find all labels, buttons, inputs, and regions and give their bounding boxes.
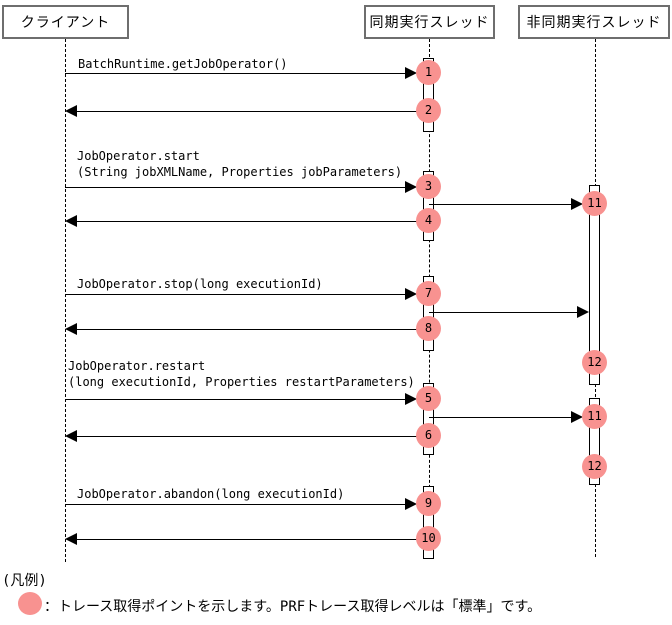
actor-box-sync-thread: 同期実行スレッド — [364, 5, 495, 39]
message-label-abandon: JobOperator.abandon(long executionId) — [77, 487, 345, 501]
legend-title: (凡例) — [2, 573, 47, 589]
return-arrow-getjoboperator — [77, 111, 429, 112]
trace-point-12a: 12 — [582, 350, 607, 375]
arrowhead-right-icon — [405, 393, 417, 405]
arrowhead-left-icon — [65, 105, 77, 117]
activation-bar-sync-3 — [423, 276, 434, 351]
legend-trace-point-icon — [18, 592, 42, 615]
return-arrow-abandon — [77, 539, 429, 540]
arrowhead-left-icon — [65, 323, 77, 335]
message-label-start-line1: JobOperator.start — [77, 149, 200, 163]
trace-point-5: 5 — [416, 386, 441, 411]
message-label-restart-line2: (long executionId, Properties restartPar… — [68, 375, 415, 389]
trace-point-2: 2 — [416, 98, 441, 123]
async-arrow-restart — [429, 417, 571, 418]
trace-point-7: 7 — [416, 281, 441, 306]
activation-bar-sync-5 — [423, 486, 434, 559]
trace-point-1: 1 — [416, 60, 441, 85]
arrowhead-right-icon — [405, 181, 417, 193]
arrowhead-left-icon — [65, 215, 77, 227]
arrowhead-left-icon — [65, 430, 77, 442]
arrowhead-right-icon — [571, 411, 583, 423]
activation-bar-sync-4 — [423, 383, 434, 455]
message-label-getjoboperator: BatchRuntime.getJobOperator() — [78, 57, 288, 71]
message-label-restart-line1: JobOperator.restart — [68, 359, 206, 373]
activation-bar-sync-1 — [423, 58, 434, 132]
message-label-stop: JobOperator.stop(long executionId) — [77, 277, 323, 291]
call-arrow-abandon — [65, 504, 405, 505]
trace-point-11b: 11 — [582, 404, 607, 429]
lifeline-client — [65, 39, 66, 562]
arrowhead-right-icon — [571, 198, 583, 210]
call-arrow-start — [65, 187, 405, 188]
activation-bar-sync-2 — [423, 171, 434, 241]
return-arrow-restart — [77, 436, 429, 437]
arrowhead-right-icon — [405, 67, 417, 79]
call-arrow-getjoboperator — [65, 73, 405, 74]
arrowhead-right-icon — [577, 306, 589, 318]
trace-point-6: 6 — [416, 423, 441, 448]
trace-point-10: 10 — [416, 526, 441, 551]
activation-bar-async-2 — [589, 398, 600, 485]
trace-point-4: 4 — [416, 208, 441, 233]
message-label-start-line2: (String jobXMLName, Properties jobParame… — [77, 165, 403, 179]
trace-point-12b: 12 — [582, 454, 607, 479]
arrowhead-right-icon — [405, 288, 417, 300]
call-arrow-stop — [65, 294, 405, 295]
return-arrow-stop — [77, 329, 429, 330]
async-arrow-stop — [429, 312, 577, 313]
arrowhead-left-icon — [65, 533, 77, 545]
call-arrow-restart — [65, 399, 405, 400]
async-arrow-start — [429, 204, 571, 205]
trace-point-11a: 11 — [582, 191, 607, 216]
actor-box-async-thread: 非同期実行スレッド — [518, 5, 670, 39]
trace-point-3: 3 — [416, 174, 441, 199]
trace-point-8: 8 — [416, 316, 441, 341]
legend-text: ：トレース取得ポイントを示します。PRFトレース取得レベルは「標準」です。 — [44, 599, 542, 615]
return-arrow-start — [77, 221, 429, 222]
arrowhead-right-icon — [405, 498, 417, 510]
trace-point-9: 9 — [416, 491, 441, 516]
actor-box-client: クライアント — [2, 5, 129, 39]
activation-bar-async-1 — [589, 185, 600, 385]
